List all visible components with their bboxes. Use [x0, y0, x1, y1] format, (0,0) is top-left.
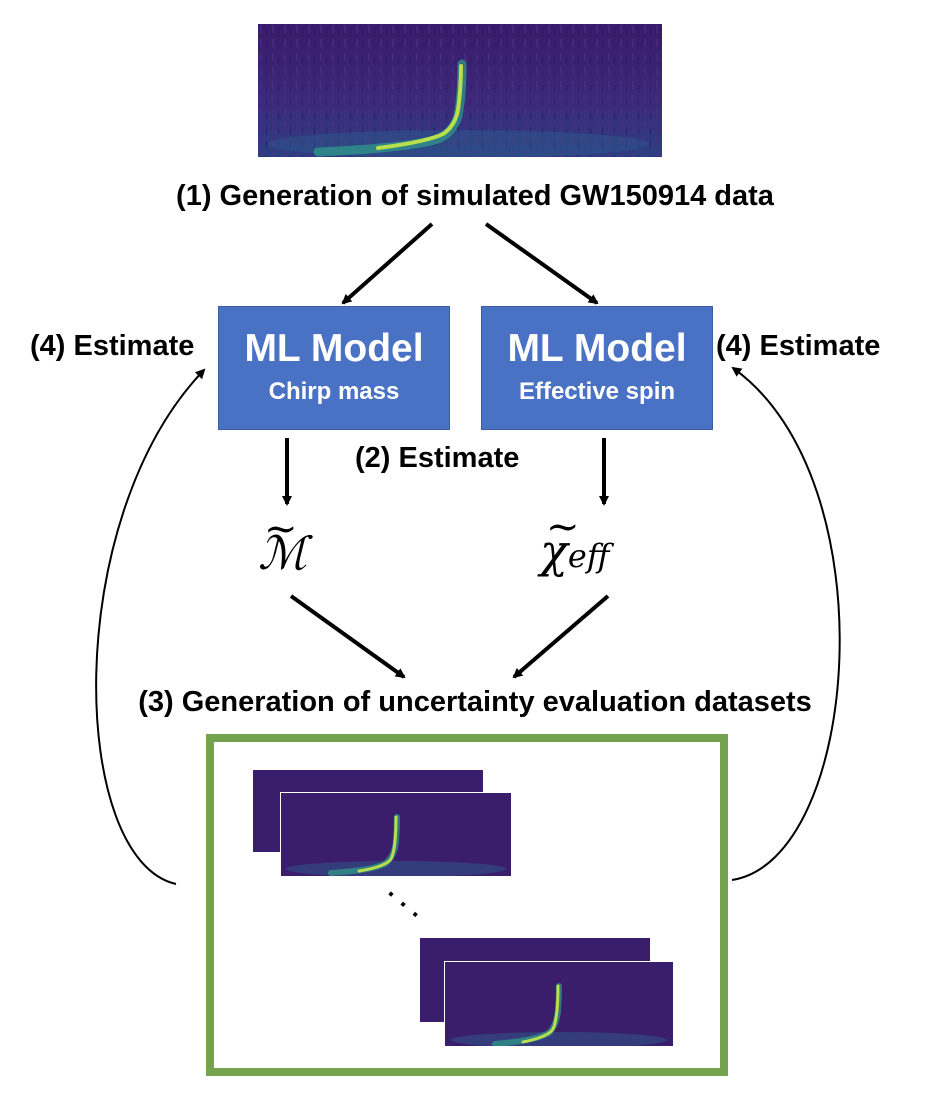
spin-subscript: eff — [567, 537, 610, 575]
feedback-arrow-right — [731, 366, 841, 881]
feedback-arrow-left — [95, 368, 206, 885]
step-4-left-label: (4) Estimate — [30, 330, 195, 362]
uncertainty-datasets-frame — [206, 734, 728, 1076]
arrow-to-chirp-model — [341, 222, 434, 305]
model-subtitle: Effective spin — [518, 378, 676, 405]
arrow-spin-to-datasets — [512, 594, 610, 679]
dataset-spectrogram-front-2 — [444, 961, 673, 1046]
spin-symbol: χ — [540, 524, 568, 578]
step-3-label: (3) Generation of uncertainty evaluation… — [138, 686, 812, 718]
effective-spin-model-box: ML Model Effective spin — [481, 306, 713, 430]
tilde-mark: ~ — [264, 506, 298, 552]
dataset-spectrogram-front-1 — [280, 792, 511, 876]
chirp-mass-symbol: ℳ — [258, 526, 308, 580]
arrow-to-spin-model — [484, 222, 599, 305]
tilde-mark: ~ — [546, 504, 580, 550]
model-title: ML Model — [507, 327, 687, 370]
model-subtitle: Chirp mass — [268, 378, 400, 405]
chirp-mass-estimate-symbol: ~ ℳ — [258, 506, 308, 580]
step-4-right-label: (4) Estimate — [716, 330, 881, 362]
step-1-label: (1) Generation of simulated GW150914 dat… — [176, 180, 774, 212]
gw150914-spectrogram — [258, 24, 662, 157]
effective-spin-estimate-symbol: ~ χeff — [540, 504, 610, 578]
step-2-label: (2) Estimate — [355, 442, 520, 474]
model-title: ML Model — [244, 327, 424, 370]
arrow-chirp-to-datasets — [289, 594, 406, 679]
chirp-mass-model-box: ML Model Chirp mass — [218, 306, 450, 430]
